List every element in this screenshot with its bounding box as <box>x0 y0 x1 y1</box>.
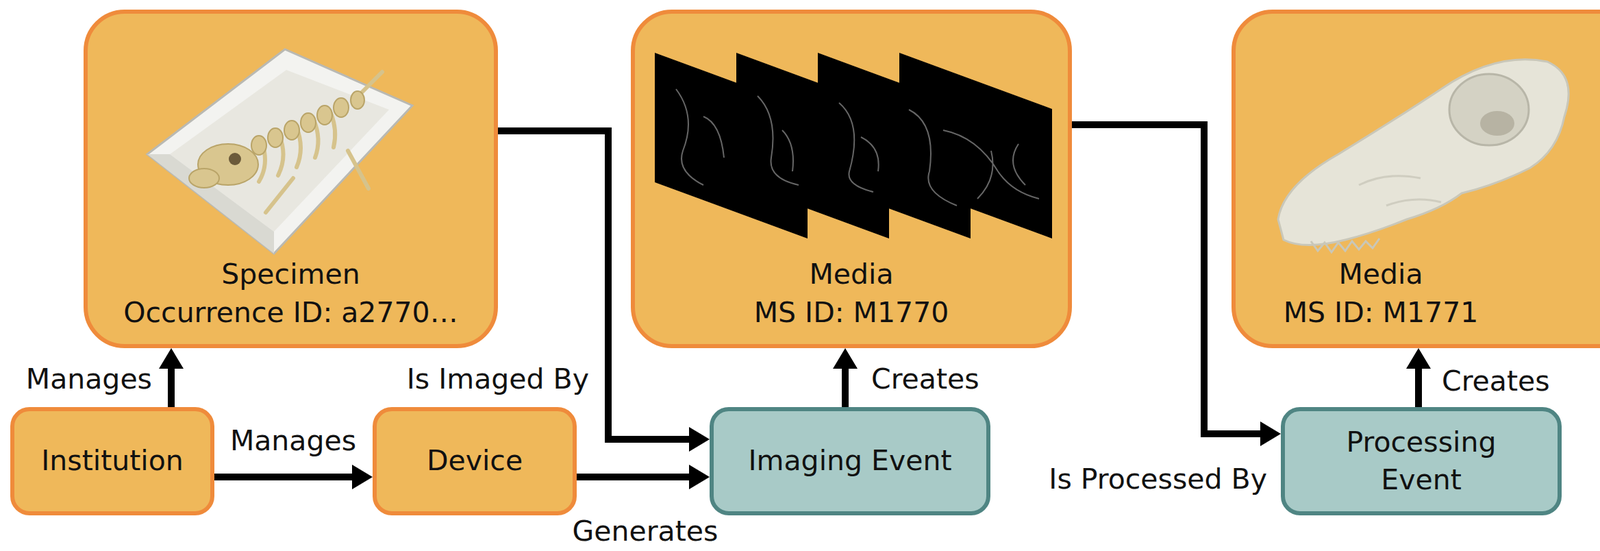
node-id: Occurrence ID: a2770… <box>123 293 458 332</box>
node-label: Institution <box>41 441 184 480</box>
connector-arrow <box>832 347 858 407</box>
specimen-illustration <box>87 13 499 261</box>
node-label: Device <box>426 441 523 480</box>
edge-label: Manages <box>230 425 357 457</box>
connector-arrow <box>158 347 184 407</box>
node-id: MS ID: M1771 <box>1283 293 1479 332</box>
entity-box: Device <box>372 406 577 516</box>
entity-box: Institution <box>10 406 215 516</box>
edge-label: Creates <box>1441 365 1550 397</box>
event-box: Processing Event <box>1280 406 1562 516</box>
edge-label: Generates <box>572 515 719 547</box>
edge-label: Manages <box>26 363 153 395</box>
connector-arrow <box>1406 347 1431 407</box>
connector-arrow <box>214 464 373 490</box>
event-box: Imaging Event <box>709 406 991 516</box>
node-id: MS ID: M1770 <box>754 293 950 332</box>
edge-label: Creates <box>871 363 980 395</box>
edge-label: Is Imaged By <box>406 363 590 395</box>
specimen-box: SpecimenOccurrence ID: a2770… <box>83 9 498 348</box>
node-label: Processing Event <box>1332 423 1511 500</box>
node-title: Media <box>808 255 894 294</box>
media-box: MediaMS ID: M1771 <box>1231 9 1600 348</box>
node-title: Media <box>1338 255 1423 294</box>
connector-arrow <box>576 464 710 490</box>
node-title: Specimen <box>221 255 360 294</box>
ct-slices-illustration <box>634 13 1074 261</box>
media-box: MediaMS ID: M1770 <box>630 9 1072 348</box>
edge-label: Is Processed By <box>1048 463 1268 495</box>
skull-model-illustration <box>1235 13 1600 261</box>
node-label: Imaging Event <box>747 441 952 480</box>
